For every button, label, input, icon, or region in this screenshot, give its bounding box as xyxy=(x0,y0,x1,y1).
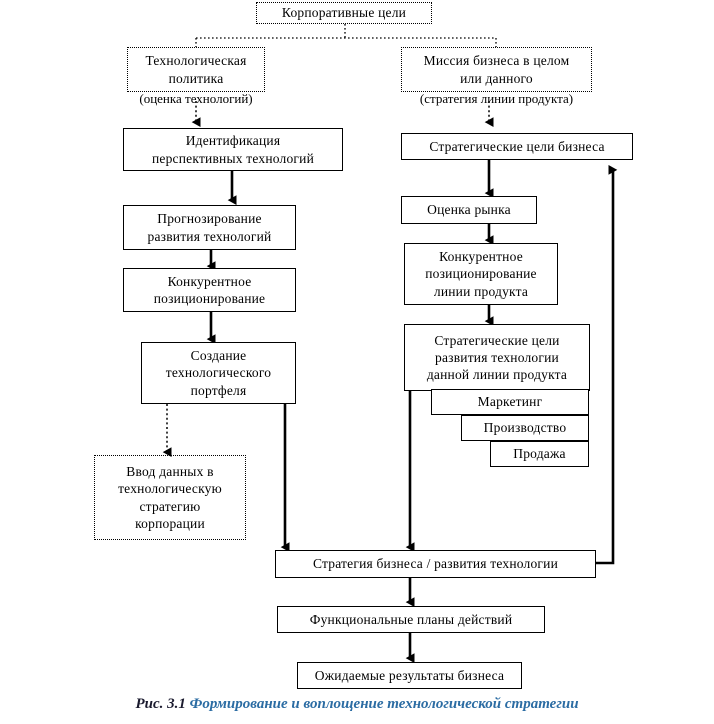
node-label: Идентификация перспективных технологий xyxy=(151,133,314,166)
node-marketing[interactable]: Маркетинг xyxy=(431,389,589,415)
node-label: Прогнозирование развития технологий xyxy=(147,211,272,244)
figure-caption: Рис. 3.1 Формирование и воплощение техно… xyxy=(0,696,714,713)
figure-number: Рис. 3.1 xyxy=(135,696,186,712)
node-competitive-positioning[interactable]: Конкурентное позиционирование xyxy=(123,268,296,312)
node-label: Ожидаемые результаты бизнеса xyxy=(314,667,505,683)
node-create-technology-portfolio[interactable]: Создание технологического портфеля xyxy=(141,342,296,404)
node-technology-development-forecast[interactable]: Прогнозирование развития технологий xyxy=(123,205,296,250)
node-product-line-technology-goals[interactable]: Стратегические цели развития технологии … xyxy=(404,324,590,391)
node-business-mission[interactable]: Миссия бизнеса в целом или данного xyxy=(401,47,592,92)
node-label: Конкурентное позиционирование xyxy=(153,273,266,306)
node-label: Стратегические цели развития технологии … xyxy=(426,332,568,383)
node-label: Функциональные планы действий xyxy=(309,611,513,627)
node-label: Миссия бизнеса в целом или данного xyxy=(423,53,570,86)
node-product-line-competitive-positioning[interactable]: Конкурентное позиционирование линии прод… xyxy=(404,243,558,305)
node-corporate-technology-strategy-input[interactable]: Ввод данных в технологическую стратегию … xyxy=(94,455,246,540)
node-label: Продажа xyxy=(513,446,566,462)
node-technology-policy[interactable]: Технологическая политика xyxy=(127,47,265,92)
node-label: Технологическая политика xyxy=(145,53,247,86)
node-business-technology-strategy[interactable]: Стратегия бизнеса / развития технологии xyxy=(275,550,596,578)
node-label: Создание технологического портфеля xyxy=(165,348,272,398)
node-label: Производство xyxy=(483,420,567,436)
node-identify-promising-technologies[interactable]: Идентификация перспективных технологий xyxy=(123,128,343,171)
node-label: Корпоративные цели xyxy=(281,5,407,21)
node-functional-action-plans[interactable]: Функциональные планы действий xyxy=(277,606,545,633)
node-business-mission-note: (стратегия линии продукта) xyxy=(419,91,574,106)
node-market-assessment[interactable]: Оценка рынка xyxy=(401,196,537,224)
node-strategic-business-goals[interactable]: Стратегические цели бизнеса xyxy=(401,133,633,160)
node-production[interactable]: Производство xyxy=(461,415,589,441)
node-corporate-goals[interactable]: Корпоративные цели xyxy=(256,2,432,24)
node-sales[interactable]: Продажа xyxy=(490,441,589,467)
node-label: Маркетинг xyxy=(477,394,543,410)
node-label: Конкурентное позиционирование линии прод… xyxy=(425,249,537,299)
node-expected-business-results[interactable]: Ожидаемые результаты бизнеса xyxy=(297,662,522,689)
node-label: Стратегические цели бизнеса xyxy=(429,138,605,154)
node-label: Стратегия бизнеса / развития технологии xyxy=(312,556,559,572)
node-technology-policy-note: (оценка технологий) xyxy=(139,91,253,106)
node-label: Ввод данных в технологическую стратегию … xyxy=(118,463,222,531)
figure-title: Формирование и воплощение технологическо… xyxy=(189,696,579,712)
node-label: Оценка рынка xyxy=(427,202,511,218)
